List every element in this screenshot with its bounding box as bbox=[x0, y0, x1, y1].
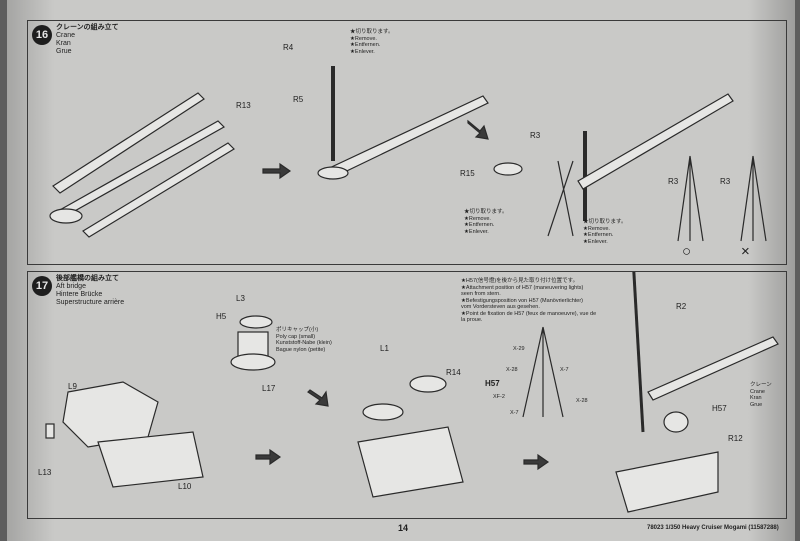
part-label: R5 bbox=[293, 95, 304, 104]
part-label: H57 bbox=[712, 404, 727, 413]
crane-boom-part bbox=[82, 142, 235, 238]
part-label: L17 bbox=[262, 384, 276, 393]
crane-base bbox=[317, 166, 349, 180]
part-label: R3 bbox=[668, 177, 679, 186]
ng-symbol: × bbox=[741, 243, 750, 260]
crane-assembled bbox=[647, 336, 779, 401]
step-17-number: 17 bbox=[32, 276, 52, 296]
crane-arm bbox=[322, 95, 489, 180]
part-label: R15 bbox=[460, 169, 475, 178]
bridge-top-disc bbox=[362, 403, 404, 421]
detail-label: X-7 bbox=[560, 367, 569, 373]
step-17-title: 後部艦橋の組み立て Aft bridge Hintere Brücke Supe… bbox=[56, 275, 125, 306]
r14-part bbox=[409, 375, 447, 393]
crane-legs bbox=[547, 160, 574, 237]
step-17-panel: 17 後部艦橋の組み立て Aft bridge Hintere Brücke S… bbox=[27, 271, 787, 519]
detail-label: XF-2 bbox=[493, 394, 505, 400]
leg-ok bbox=[677, 155, 704, 242]
arrow-icon bbox=[467, 119, 489, 140]
l17-base bbox=[230, 353, 276, 371]
crane-base-ring bbox=[49, 208, 83, 224]
detail-label: X-28 bbox=[506, 367, 518, 373]
part-label: R2 bbox=[676, 302, 687, 311]
r15-disc bbox=[493, 162, 523, 176]
part-label: L13 bbox=[38, 468, 52, 477]
part-label: R3 bbox=[720, 177, 731, 186]
part-label: L3 bbox=[236, 294, 245, 303]
final-turret bbox=[663, 411, 689, 433]
part-label: L1 bbox=[380, 344, 389, 353]
instruction-sheet: 16 クレーンの組み立て Crane Kran Grue bbox=[7, 0, 795, 541]
step-16-title: クレーンの組み立て Crane Kran Grue bbox=[56, 24, 119, 55]
detail-label: X-7 bbox=[510, 410, 519, 416]
h57-note: ★H57(信号燈)を後から見た取り付け位置です。 ★Attachment pos… bbox=[461, 278, 597, 323]
part-label: R14 bbox=[446, 368, 461, 377]
cut-note: ★切り取ります。 ★Remove. ★Entfernen. ★Enlever. bbox=[350, 29, 394, 55]
step-16-panel: 16 クレーンの組み立て Crane Kran Grue bbox=[27, 20, 787, 265]
mast-detail bbox=[522, 326, 564, 418]
detail-label: H57 bbox=[485, 379, 500, 388]
part-label: R3 bbox=[530, 131, 541, 140]
page-number: 14 bbox=[398, 523, 409, 533]
leg-ng bbox=[740, 155, 767, 242]
cut-note: ★切り取ります。 ★Remove. ★Entfernen. ★Enlever. bbox=[583, 219, 627, 245]
arrow-icon bbox=[307, 389, 329, 407]
part-label: R4 bbox=[283, 43, 294, 52]
ok-symbol: ○ bbox=[682, 243, 692, 260]
step-16-number: 16 bbox=[32, 25, 52, 45]
l3-disc bbox=[239, 315, 273, 329]
crane-boom-part bbox=[52, 92, 205, 194]
footer-text: 78023 1/350 Heavy Cruiser Mogami (115872… bbox=[647, 525, 779, 531]
step-16-illustration bbox=[49, 66, 767, 242]
arrow-icon bbox=[255, 448, 282, 466]
l10-part bbox=[97, 431, 204, 488]
polycap-note: ポリキャップ(小) Poly cap (small) Kunststoff-Na… bbox=[276, 327, 332, 353]
crane-arm bbox=[577, 93, 734, 190]
arrow-icon bbox=[523, 453, 550, 471]
step-17-illustration bbox=[45, 272, 779, 513]
crane-label: クレーン Crane Kran Grue bbox=[750, 382, 772, 408]
part-label: R12 bbox=[728, 434, 743, 443]
final-hull bbox=[615, 451, 719, 513]
part-label: L9 bbox=[68, 382, 77, 391]
r2-mast bbox=[632, 272, 645, 433]
arrow-icon bbox=[262, 162, 292, 180]
part-label: L10 bbox=[178, 482, 192, 491]
cut-note: ★切り取ります。 ★Remove. ★Entfernen. ★Enlever. bbox=[464, 209, 508, 235]
l13-part bbox=[45, 423, 55, 439]
detail-label: X-29 bbox=[513, 346, 525, 352]
part-label: H5 bbox=[216, 312, 227, 321]
bridge-assembly bbox=[357, 426, 464, 498]
part-label: R13 bbox=[236, 101, 251, 110]
detail-label: X-28 bbox=[576, 398, 588, 404]
